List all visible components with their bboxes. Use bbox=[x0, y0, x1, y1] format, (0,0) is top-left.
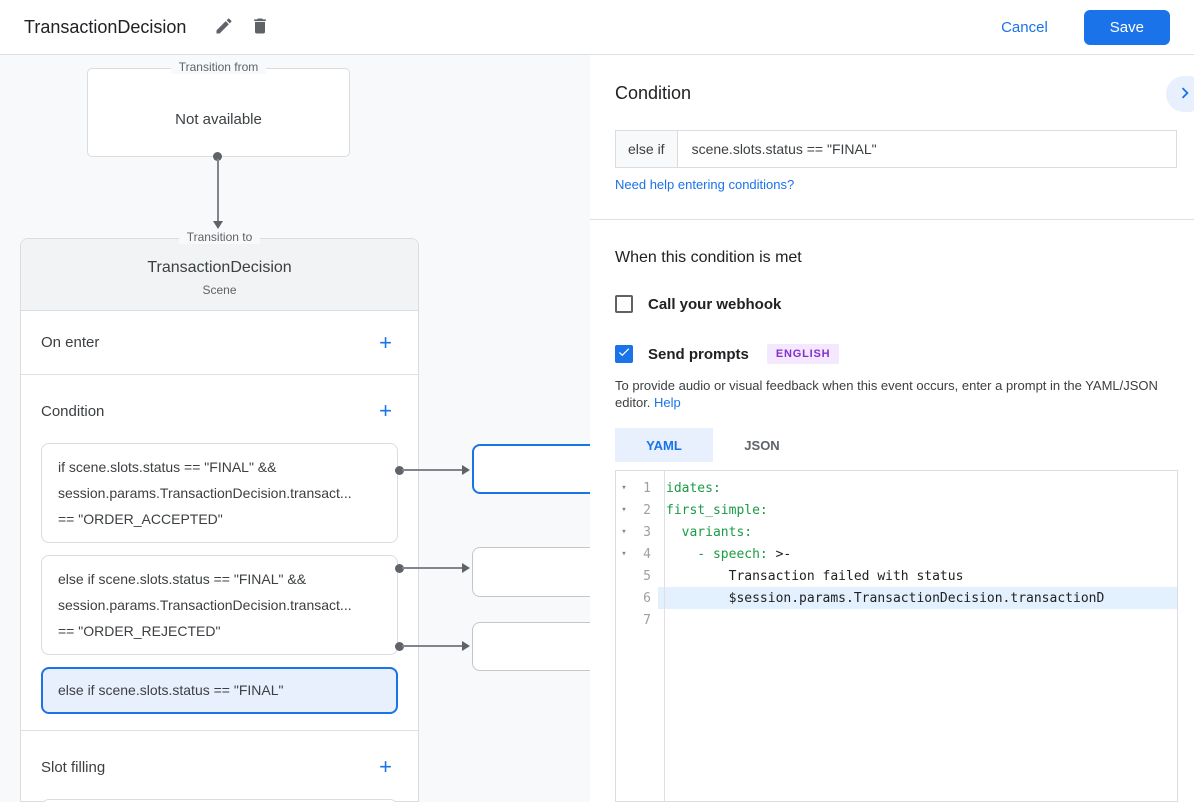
add-on-enter-button[interactable]: + bbox=[373, 330, 398, 356]
code-text: Transaction failed with status bbox=[666, 568, 964, 584]
call-webhook-label: Call your webhook bbox=[648, 295, 782, 313]
fold-arrow-icon[interactable]: ▾ bbox=[621, 527, 627, 537]
transition-target-box-3[interactable] bbox=[472, 622, 602, 671]
condition-2-out-dot bbox=[395, 564, 404, 573]
condition-met-heading: When this condition is met bbox=[615, 249, 802, 266]
line-number: 7 bbox=[643, 612, 651, 628]
webhook-row: Call your webhook bbox=[615, 295, 781, 313]
line-number: 4 bbox=[643, 546, 651, 562]
condition-prefix-label: else if bbox=[616, 131, 678, 167]
transition-from-box[interactable]: Transition from Not available bbox=[87, 60, 350, 157]
flow-canvas: Transition from Not available Transition… bbox=[0, 55, 604, 802]
yaml-code-editor[interactable]: ▾ 1 idates: ▾ 2 first_simple: ▾ 3 varian… bbox=[615, 470, 1178, 802]
condition-section-label: Condition bbox=[41, 402, 105, 420]
condition-3-arrowhead bbox=[462, 641, 470, 651]
code-text: idates: bbox=[666, 480, 721, 496]
cancel-button[interactable]: Cancel bbox=[985, 11, 1064, 44]
pencil-icon bbox=[214, 16, 234, 39]
page-title: TransactionDecision bbox=[24, 16, 187, 37]
transition-target-box-1[interactable] bbox=[472, 444, 602, 494]
condition-section: Condition + if scene.slots.status == "FI… bbox=[21, 375, 418, 731]
chevron-right-icon bbox=[1174, 82, 1194, 107]
transition-to-legend: Transition to bbox=[178, 230, 261, 244]
editor-line: ▾ 2 first_simple: bbox=[616, 499, 1177, 521]
tab-yaml[interactable]: YAML bbox=[615, 428, 713, 462]
condition-2-out-line bbox=[402, 567, 462, 569]
prompt-description-text: To provide audio or visual feedback when… bbox=[615, 378, 1158, 410]
panel-section-title: Condition bbox=[615, 83, 692, 103]
panel-divider bbox=[590, 219, 1194, 220]
condition-card-2[interactable]: else if scene.slots.status == "FINAL" &&… bbox=[41, 555, 398, 655]
condition-detail-panel: Condition else if Need help entering con… bbox=[590, 55, 1194, 802]
save-button[interactable]: Save bbox=[1083, 9, 1170, 45]
delete-scene-button[interactable] bbox=[242, 9, 278, 45]
condition-1-out-dot bbox=[395, 466, 404, 475]
condition-2-arrowhead bbox=[462, 563, 470, 573]
add-condition-button[interactable]: + bbox=[373, 398, 398, 424]
tab-json[interactable]: JSON bbox=[744, 437, 780, 453]
editor-line: 7 bbox=[616, 609, 1177, 631]
line-number: 5 bbox=[643, 568, 651, 584]
transition-to-card: Transition to TransactionDecision Scene … bbox=[20, 230, 419, 802]
code-text: first_simple: bbox=[666, 502, 768, 518]
connector-arrowhead bbox=[213, 221, 223, 229]
code-text: $session.params.TransactionDecision.tran… bbox=[666, 590, 1105, 606]
editor-line-highlighted: 6 $session.params.TransactionDecision.tr… bbox=[616, 587, 1177, 609]
send-prompts-label: Send prompts bbox=[648, 345, 749, 363]
transition-from-value: Not available bbox=[175, 111, 262, 128]
fold-arrow-icon[interactable]: ▾ bbox=[621, 549, 627, 559]
condition-1-arrowhead bbox=[462, 465, 470, 475]
code-text: - speech: bbox=[666, 546, 768, 562]
scene-type-label: Scene bbox=[202, 283, 237, 297]
slot-filling-label: Slot filling bbox=[41, 758, 106, 776]
call-webhook-checkbox[interactable] bbox=[615, 295, 633, 313]
transition-from-legend: Transition from bbox=[170, 60, 267, 74]
conditions-help-link[interactable]: Need help entering conditions? bbox=[615, 177, 795, 192]
collapse-panel-button[interactable] bbox=[1166, 76, 1194, 112]
prompt-description: To provide audio or visual feedback when… bbox=[615, 377, 1167, 411]
scene-card-header[interactable]: TransactionDecision Scene bbox=[21, 239, 418, 311]
connector-line bbox=[217, 159, 219, 221]
language-badge: ENGLISH bbox=[766, 344, 840, 364]
scene-name: TransactionDecision bbox=[147, 259, 292, 276]
fold-arrow-icon[interactable]: ▾ bbox=[621, 505, 627, 515]
condition-3-out-line bbox=[402, 645, 462, 647]
editor-line: ▾ 3 variants: bbox=[616, 521, 1177, 543]
slot-filling-section: Slot filling + Slot validation bbox=[21, 731, 418, 802]
checkmark-icon bbox=[617, 345, 631, 364]
line-number: 6 bbox=[643, 590, 651, 606]
editor-tabs: YAML JSON bbox=[615, 428, 811, 462]
send-prompts-row: Send prompts ENGLISH bbox=[615, 344, 840, 364]
fold-arrow-icon[interactable]: ▾ bbox=[621, 483, 627, 493]
editor-line: 5 Transaction failed with status bbox=[616, 565, 1177, 587]
add-slot-button[interactable]: + bbox=[373, 754, 398, 780]
condition-3-out-dot bbox=[395, 642, 404, 651]
top-bar: TransactionDecision Cancel Save bbox=[0, 0, 1194, 55]
transition-target-box-2[interactable] bbox=[472, 547, 602, 597]
code-text: >- bbox=[767, 546, 792, 562]
send-prompts-checkbox[interactable] bbox=[615, 345, 633, 363]
condition-1-out-line bbox=[402, 469, 462, 471]
condition-expression-field: else if bbox=[615, 130, 1177, 168]
code-text: variants: bbox=[666, 524, 753, 540]
condition-card-1[interactable]: if scene.slots.status == "FINAL" && sess… bbox=[41, 443, 398, 543]
line-number: 1 bbox=[643, 480, 651, 496]
line-number: 2 bbox=[643, 502, 651, 518]
gutter-separator bbox=[664, 471, 665, 801]
prompt-help-link[interactable]: Help bbox=[654, 395, 681, 410]
edit-scene-button[interactable] bbox=[206, 9, 242, 45]
line-number: 3 bbox=[643, 524, 651, 540]
connector-dot bbox=[213, 152, 222, 161]
editor-line: ▾ 4 - speech: >- bbox=[616, 543, 1177, 565]
condition-expression-input[interactable] bbox=[677, 131, 1176, 167]
trash-icon bbox=[250, 16, 270, 39]
on-enter-section: On enter + bbox=[21, 311, 418, 375]
condition-card-3-selected[interactable]: else if scene.slots.status == "FINAL" bbox=[41, 667, 398, 714]
editor-line: ▾ 1 idates: bbox=[616, 477, 1177, 499]
on-enter-label: On enter bbox=[41, 334, 100, 351]
